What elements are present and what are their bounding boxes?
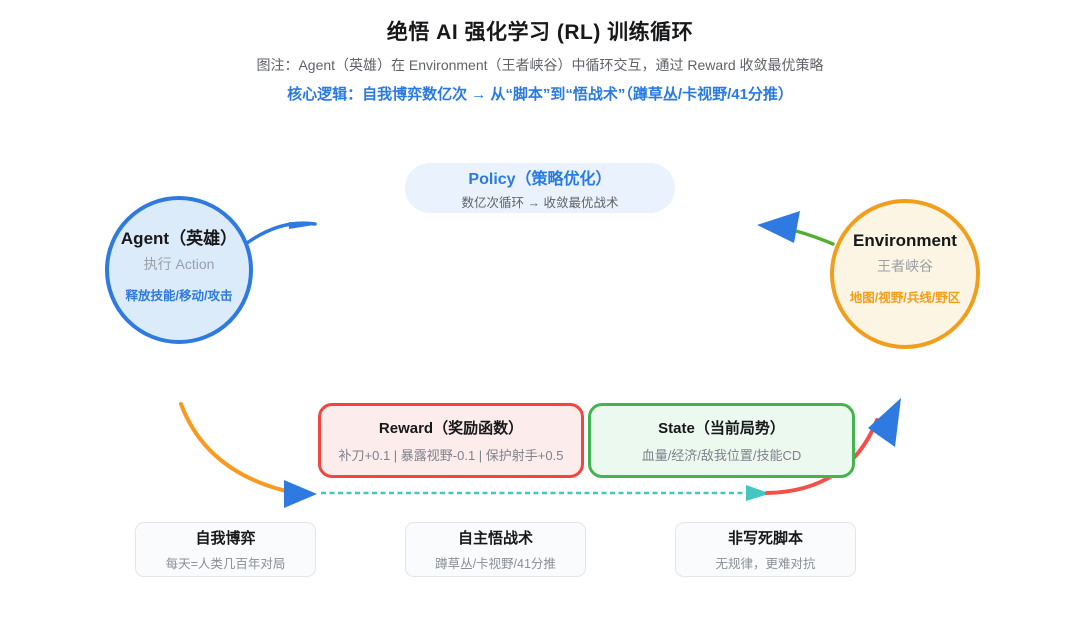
state-to-environment-arrowhead-icon <box>868 398 901 447</box>
policy-subtitle: 数亿次循环 → 收敛最优战术 <box>461 196 619 210</box>
policy-node: Policy（策略优化） 数亿次循环 → 收敛最优战术 <box>405 163 675 213</box>
environment-to-policy-arrowhead-icon <box>757 211 800 243</box>
agent-action-arrowhead-icon <box>284 480 317 508</box>
environment-tags: 地图/视野/兵线/野区 <box>849 290 961 305</box>
agent-to-policy-curve <box>245 221 317 245</box>
state-subtitle: 血量/经济/敌我位置/技能CD <box>641 448 802 463</box>
reward-feedback-arrowhead-icon <box>746 485 770 501</box>
page-title: 绝悟 AI 强化学习 (RL) 训练循环 <box>386 21 694 44</box>
caption-text: 图注：Agent（英雄）在 Environment（王者峡谷）中循环交互，通过 … <box>256 57 824 73</box>
footnote-title: 自主悟战术 <box>457 530 533 547</box>
agent-title: Agent（英雄） <box>120 229 238 248</box>
footnote-subtitle: 无规律，更难对抗 <box>715 557 816 571</box>
state-node: State（当前局势） 血量/经济/敌我位置/技能CD <box>588 403 855 478</box>
environment-node: Environment 王者峡谷 地图/视野/兵线/野区 <box>830 199 980 349</box>
footnote-title: 自我博弈 <box>195 530 256 547</box>
footnote-subtitle: 蹲草丛/卡视野/41分推 <box>435 557 556 571</box>
environment-to-policy-curve <box>794 229 835 246</box>
state-title: State（当前局势） <box>658 420 785 437</box>
agent-to-policy-arrowhead-icon <box>289 222 317 229</box>
core-logic-text: 核心逻辑：自我博弈数亿次 → 从“脚本”到“悟战术”（蹲草丛/卡视野/41分推） <box>287 86 793 103</box>
footnote-learned-tactics: 自主悟战术 蹲草丛/卡视野/41分推 <box>405 522 586 577</box>
agent-tags: 释放技能/移动/攻击 <box>125 289 233 303</box>
agent-node: Agent（英雄） 执行 Action 释放技能/移动/攻击 <box>105 196 253 344</box>
agent-subtitle: 执行 Action <box>143 256 215 272</box>
footnote-not-scripted: 非写死脚本 无规律，更难对抗 <box>675 522 856 577</box>
environment-subtitle: 王者峡谷 <box>877 257 933 274</box>
footnote-self-play: 自我博弈 每天=人类几百年对局 <box>135 522 316 577</box>
footnote-title: 非写死脚本 <box>727 530 803 547</box>
header: 绝悟 AI 强化学习 (RL) 训练循环 图注：Agent（英雄）在 Envir… <box>0 16 1080 104</box>
environment-title: Environment <box>853 230 957 250</box>
reward-node: Reward（奖励函数） 补刀+0.1 | 暴露视野-0.1 | 保护射手+0.… <box>318 403 584 478</box>
footnote-subtitle: 每天=人类几百年对局 <box>165 557 286 571</box>
policy-title: Policy（策略优化） <box>468 171 612 188</box>
agent-action-curve <box>179 402 288 493</box>
reward-title: Reward（奖励函数） <box>378 420 524 437</box>
reward-subtitle: 补刀+0.1 | 暴露视野-0.1 | 保护射手+0.5 <box>338 448 564 463</box>
